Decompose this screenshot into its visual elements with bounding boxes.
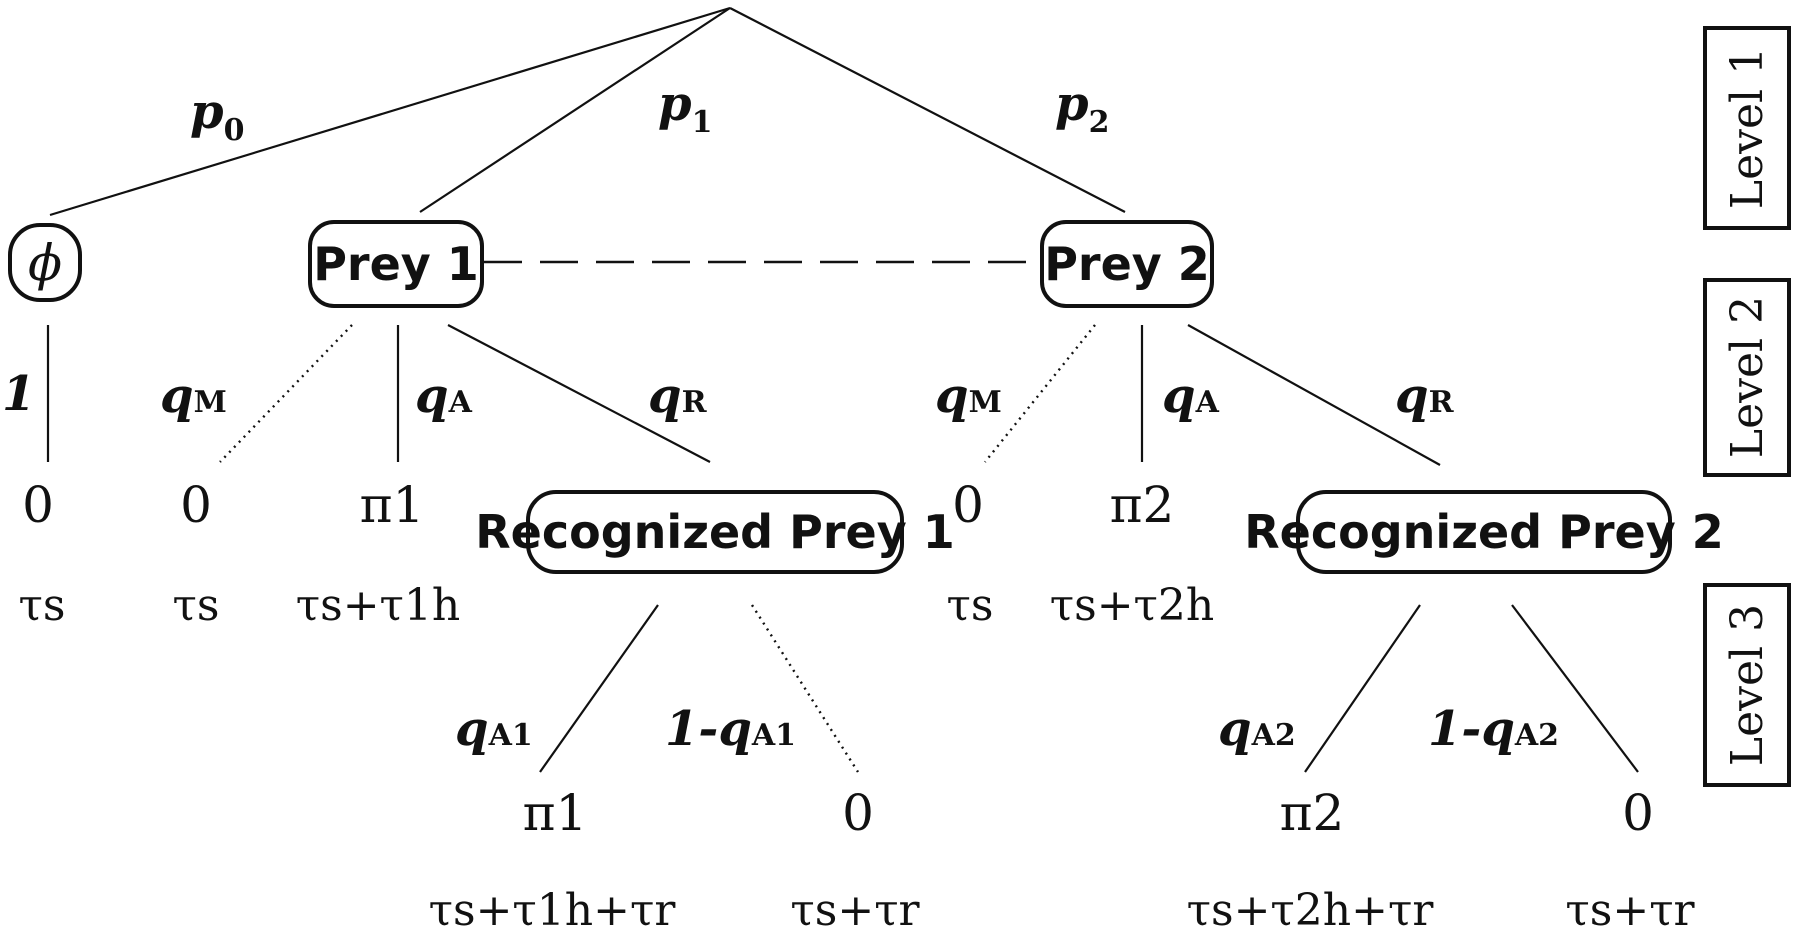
time-recog1-attack: τs+τ1h+τr [429,885,677,936]
edge-prey2-recognize [1187,324,1441,466]
edge-prey1-recognize [447,324,711,463]
node-empty-label: ϕ [28,234,62,292]
prob-prey2-miss: qM [935,368,1002,424]
prob-prey2-miss-sub: M [969,385,1002,420]
payoff-recog2-attack: π2 [1280,784,1345,842]
node-recognized1-label: Recognized Prey 1 [475,505,954,559]
payoff-recog1-ignore: 0 [842,784,874,842]
level2-label: Level 2 [1722,296,1773,458]
prob-recog2-ignore-sub: A2 [1514,718,1559,753]
edge-recog1-attack [539,604,659,773]
prob-recog2-ignore-main: 1-q [1428,701,1515,757]
time-empty: τs [19,580,66,631]
edge-prey2-miss [984,324,1096,463]
prob-recog2-attack-main: q [1218,701,1252,757]
level1-box [1703,26,1791,230]
prob-prey1-recognize: qR [648,368,708,424]
prob-recog2-attack: qA2 [1218,701,1296,757]
prob-recog1-ignore-main: 1-q [665,701,752,757]
prob-p2-sub: 2 [1089,105,1110,140]
prob-empty: 1 [2,366,35,422]
prob-recog2-ignore: 1-qA2 [1428,701,1559,757]
edge-root-prey1 [419,7,731,213]
prob-p2: p2 [1055,76,1109,140]
prob-p1: p1 [658,76,712,140]
prob-prey2-attack-sub: A [1195,385,1220,420]
prob-recog2-attack-sub: A2 [1251,718,1296,753]
prob-p2-main: p [1055,76,1089,132]
node-prey1-box [308,220,484,308]
time-prey2-miss: τs [947,580,994,631]
payoff-prey1-attack: π1 [360,476,425,534]
edge-prey1-miss [219,324,353,463]
prob-recog1-attack: qA1 [455,701,533,757]
prob-recog1-attack-sub: A1 [488,718,533,753]
payoff-prey1-miss: 0 [180,476,212,534]
payoff-recog1-attack: π1 [523,784,588,842]
prob-prey1-attack-main: q [415,368,449,424]
level3-box [1703,583,1791,787]
prob-prey1-miss: qM [160,368,227,424]
level3-label: Level 3 [1722,604,1773,766]
level1-label: Level 1 [1722,47,1773,209]
node-recognized1-box [526,490,904,574]
payoff-prey2-attack: π2 [1110,476,1175,534]
prob-recog1-ignore: 1-qA1 [665,701,796,757]
prob-prey1-attack-sub: A [448,385,473,420]
time-recog1-ignore: τs+τr [790,885,920,936]
edge-root-empty [49,6,731,217]
edge-root-prey2 [729,7,1126,213]
payoff-empty: 0 [22,476,54,534]
prob-p1-sub: 1 [692,105,713,140]
prob-prey1-recognize-main: q [648,368,682,424]
prob-p0-sub: 0 [224,113,245,148]
prob-recog1-ignore-sub: A1 [751,718,796,753]
time-prey1-attack: τs+τ1h [296,580,460,631]
prob-prey1-miss-main: q [160,368,194,424]
prob-prey2-attack: qA [1162,368,1220,424]
prob-p0-main: p [190,84,224,140]
edge-recog1-ignore [750,604,860,773]
payoff-prey2-miss: 0 [952,476,984,534]
payoff-recog2-ignore: 0 [1622,784,1654,842]
prob-prey2-attack-main: q [1162,368,1196,424]
edge-recog2-ignore [1511,604,1639,773]
node-recognized2-label: Recognized Prey 2 [1244,505,1723,559]
prob-p0: p0 [190,84,244,148]
node-prey1-label: Prey 1 [313,237,479,291]
time-recog2-attack: τs+τ2h+τr [1187,885,1435,936]
edge-recog2-attack [1304,604,1421,773]
level2-box [1703,278,1791,477]
prob-prey2-recognize-sub: R [1429,385,1455,420]
node-empty-box [8,223,82,302]
prob-prey2-recognize-main: q [1395,368,1429,424]
prob-prey1-recognize-sub: R [682,385,708,420]
time-prey1-miss: τs [173,580,220,631]
time-prey2-attack: τs+τ2h [1050,580,1214,631]
prob-prey2-miss-main: q [935,368,969,424]
prob-prey1-miss-sub: M [194,385,227,420]
node-prey2-label: Prey 2 [1044,237,1210,291]
prob-recog1-attack-main: q [455,701,489,757]
prob-p1-main: p [658,76,692,132]
node-recognized2-box [1296,490,1672,574]
time-recog2-ignore: τs+τr [1565,885,1695,936]
prob-prey1-attack: qA [415,368,473,424]
node-prey2-box [1040,220,1214,308]
prob-prey2-recognize: qR [1395,368,1455,424]
